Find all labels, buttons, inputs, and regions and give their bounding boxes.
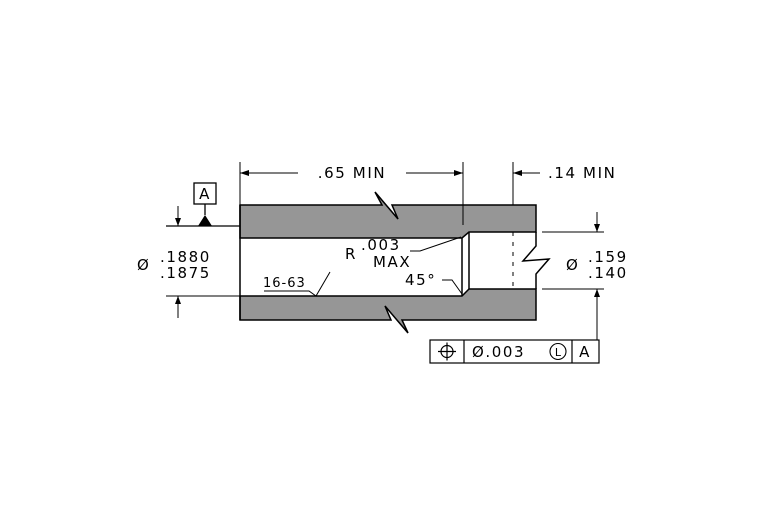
lower-wall-section [239, 288, 537, 334]
counterbore-depth-label: .14 MIN [548, 164, 616, 182]
counterbore-diameter-callout: Ø .159 .140 [566, 248, 628, 282]
position-icon [438, 342, 456, 361]
datum-feature-symbol: A [166, 182, 240, 227]
outer-length-dimension [239, 162, 464, 225]
bore-dia-symbol: Ø [137, 256, 150, 274]
bore-dim-lower [166, 295, 240, 318]
radius-note: R .003 MAX [345, 236, 462, 271]
bore-dia-upper: .1880 [160, 248, 211, 266]
datum-label: A [199, 185, 211, 203]
counterbore-dia-lower: .140 [588, 264, 628, 282]
fcf-datum-ref: A [579, 343, 591, 361]
part-section [239, 191, 537, 334]
radius-qualifier: MAX [373, 253, 411, 271]
upper-wall-section [239, 191, 537, 239]
chamfer-note: 45° [405, 271, 463, 295]
counterbore-dia-symbol: Ø [566, 256, 579, 274]
radius-value: .003 [361, 236, 401, 254]
fcf-modifier: L [555, 346, 562, 359]
surface-finish-value: 16-63 [263, 276, 306, 291]
bore-outline [239, 205, 551, 320]
feature-control-frame: Ø.003 L A [429, 339, 600, 364]
counterbore-dia-upper: .159 [588, 248, 628, 266]
chamfer-angle: 45° [405, 271, 436, 289]
counterbore-depth-dimension [512, 162, 540, 205]
lmc-modifier-icon [549, 342, 567, 361]
surface-finish-symbol: 16-63 [263, 271, 331, 297]
fcf-tolerance: Ø.003 [472, 343, 525, 361]
outer-length-label: .65 MIN [318, 164, 386, 182]
bore-diameter-callout: Ø .1880 .1875 [137, 248, 211, 282]
bore-dia-lower: .1875 [160, 264, 211, 282]
radius-prefix: R [345, 245, 357, 263]
